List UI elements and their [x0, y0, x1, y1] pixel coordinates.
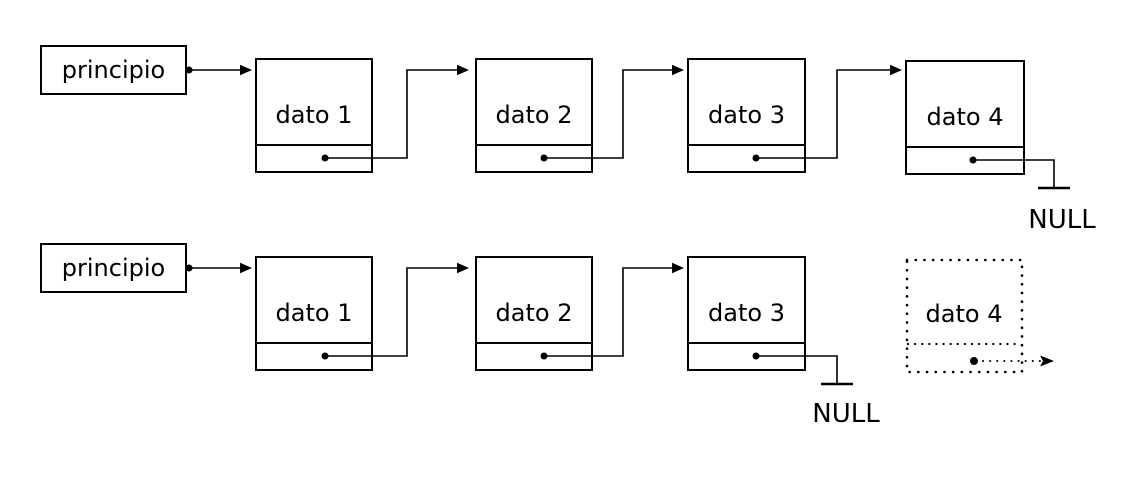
head-pointer-label: principio: [61, 56, 166, 84]
dotted-node-border: [905, 258, 1024, 374]
node-row2-dato2: dato 2: [475, 256, 593, 371]
pointer-origin-dot: [970, 357, 978, 365]
arrowhead-icon: [672, 64, 684, 76]
arrow-line: [544, 69, 672, 159]
node-label: dato 1: [275, 101, 353, 129]
arrow-row1-head-to-dato1: [185, 64, 252, 76]
node-label: dato 3: [708, 101, 785, 129]
arrow-line: [325, 69, 457, 159]
node-pointer-cell: [257, 144, 371, 171]
node-label: dato 2: [495, 101, 573, 129]
arrowhead-icon: [672, 262, 684, 274]
arrowhead-icon: [890, 64, 902, 76]
node-pointer-cell: [477, 144, 591, 171]
null-ground-row1: [969, 156, 1070, 190]
null-terminator-label-row2: NULL: [812, 399, 880, 429]
arrow-row1-dato2-to-dato3: [540, 64, 684, 162]
arrow-line: [325, 267, 457, 357]
arrowhead-icon: [457, 262, 469, 274]
node-row2-dato3: dato 3: [687, 256, 806, 371]
node-row2-dato4-removed-label: dato 4: [925, 300, 1003, 328]
node-row1-dato4: dato 4: [905, 60, 1025, 175]
node-row1-dato1: dato 1: [255, 58, 373, 173]
null-line: [756, 355, 838, 384]
node-pointer-cell: [257, 342, 371, 369]
arrowhead-icon: [1040, 355, 1054, 367]
arrow-row2-head-to-dato1: [185, 262, 252, 274]
node-pointer-cell: [477, 342, 591, 369]
node-pointer-cell: [689, 342, 804, 369]
arrow-row2-dato2-to-dato3: [540, 262, 684, 360]
arrowhead-icon: [240, 262, 252, 274]
arrow-row2-dato1-to-dato2: [321, 262, 469, 360]
null-line: [973, 159, 1055, 188]
node-label: dato 3: [708, 299, 785, 327]
node-pointer-cell: [907, 146, 1023, 173]
removed-node-outline-row2: [905, 258, 1054, 374]
node-row2-dato1: dato 1: [255, 256, 373, 371]
node-row1-dato2: dato 2: [475, 58, 593, 173]
arrowhead-icon: [457, 64, 469, 76]
head-pointer-box-row1: principio: [40, 45, 187, 95]
arrow-line: [756, 69, 890, 159]
arrow-row1-dato1-to-dato2: [321, 64, 469, 162]
node-pointer-cell: [689, 144, 804, 171]
node-row1-dato3: dato 3: [687, 58, 806, 173]
arrowhead-icon: [240, 64, 252, 76]
node-label: dato 1: [275, 299, 353, 327]
null-terminator-label-row1: NULL: [1028, 205, 1096, 235]
head-pointer-box-row2: principio: [40, 243, 187, 293]
arrow-line: [544, 267, 672, 357]
node-label: dato 2: [495, 299, 573, 327]
null-ground-row2: [752, 352, 853, 386]
arrow-row1-dato3-to-dato4: [752, 64, 902, 162]
head-pointer-label: principio: [61, 254, 166, 282]
node-label: dato 4: [926, 103, 1004, 131]
